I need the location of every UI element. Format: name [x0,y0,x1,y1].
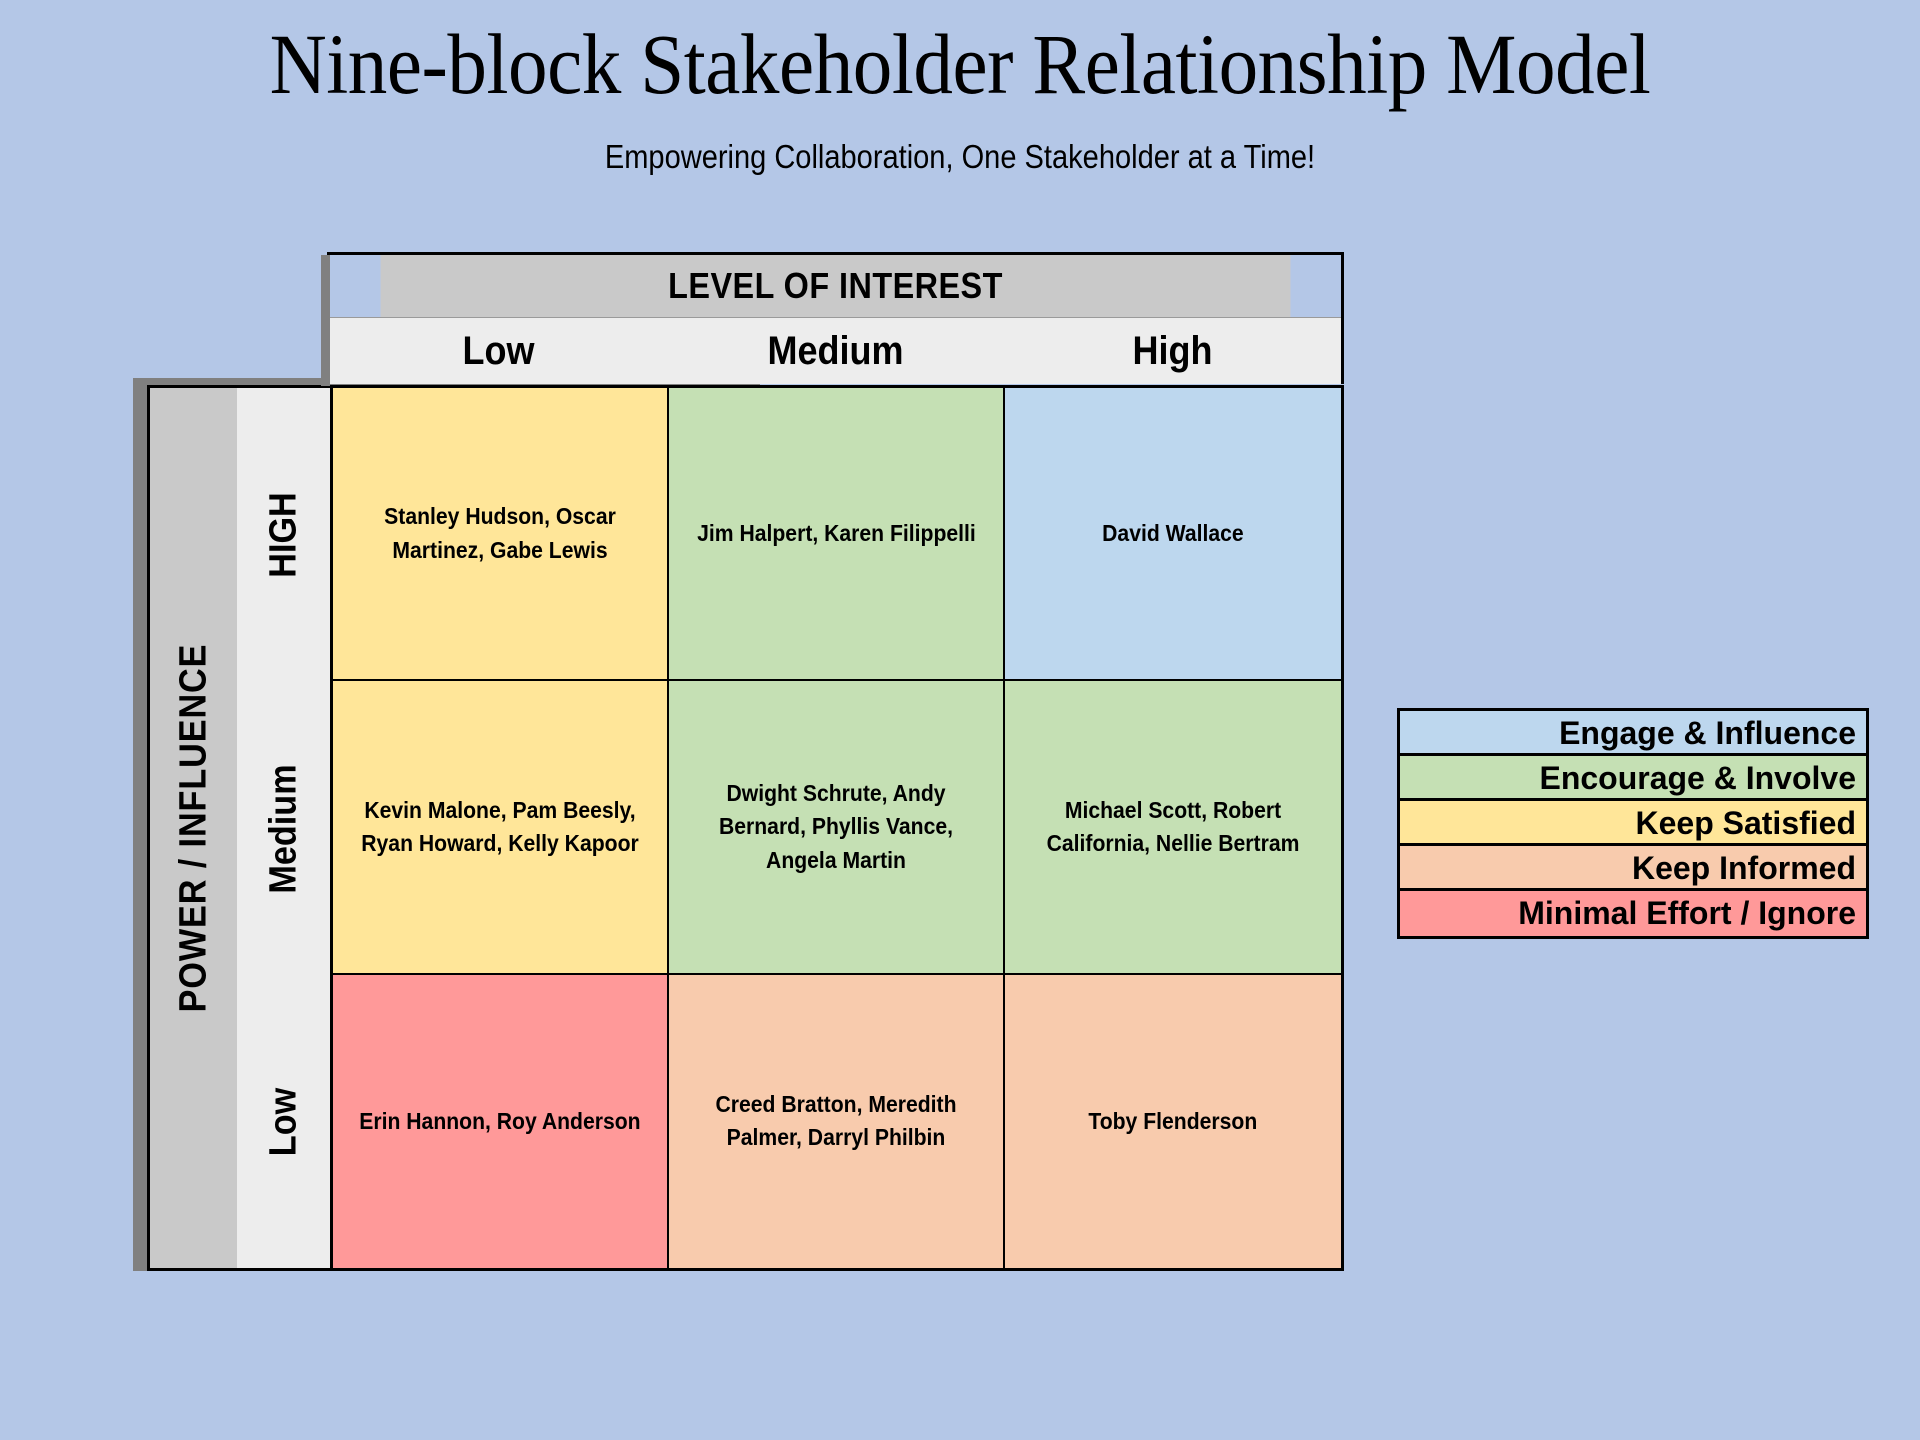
legend: Engage & Influence Encourage & Involve K… [1397,708,1869,939]
y-axis-title: POWER / INFLUENCE [172,643,214,1013]
page-subtitle: Empowering Collaboration, One Stakeholde… [604,138,1316,175]
matrix-cell-low-medium[interactable]: Creed Bratton, Meredith Palmer, Darryl P… [669,974,1005,1268]
x-axis-title: LEVEL OF INTEREST [380,255,1291,317]
matrix-cell-text: Kevin Malone, Pam Beesly, Ryan Howard, K… [361,796,639,856]
matrix-cell-low-low[interactable]: Erin Hannon, Roy Anderson [333,974,669,1268]
matrix-cell-text: Jim Halpert, Karen Filippelli [696,519,976,546]
legend-item-keep-informed[interactable]: Keep Informed [1400,846,1866,891]
legend-item-engage-influence[interactable]: Engage & Influence [1400,711,1866,756]
matrix-cell-text: Toby Flenderson [1088,1107,1258,1134]
matrix-cell-medium-medium[interactable]: Dwight Schrute, Andy Bernard, Phyllis Va… [669,681,1005,975]
column-header-block: LEVEL OF INTEREST Low Medium High [321,252,1344,386]
row-level-band: HIGH Medium Low [237,388,330,1268]
matrix-cell-medium-high[interactable]: Michael Scott, Robert California, Nellie… [1005,681,1341,975]
legend-item-keep-satisfied[interactable]: Keep Satisfied [1400,801,1866,846]
matrix-cell-text: Michael Scott, Robert California, Nellie… [1046,796,1300,856]
legend-item-encourage-involve[interactable]: Encourage & Involve [1400,756,1866,801]
matrix-cell-text: David Wallace [1102,519,1244,546]
column-level-row: Low Medium High [330,317,1341,384]
row-header-medium-label: Medium [262,764,304,894]
matrix-cell-medium-low[interactable]: Kevin Malone, Pam Beesly, Ryan Howard, K… [333,681,669,975]
row-header-low: Low [237,976,330,1268]
matrix-cell-high-high[interactable]: David Wallace [1005,388,1341,682]
y-axis-title-band: POWER / INFLUENCE [150,388,237,1268]
matrix-cell-text: Erin Hannon, Roy Anderson [359,1107,641,1134]
column-header-low: Low [462,329,535,373]
row-header-high: HIGH [237,388,330,682]
column-header-medium: Medium [767,329,904,373]
matrix-cell-text: Creed Bratton, Meredith Palmer, Darryl P… [715,1090,957,1151]
page-title: Nine-block Stakeholder Relationship Mode… [269,16,1651,112]
matrix-cell-text: Stanley Hudson, Oscar Martinez, Gabe Lew… [384,503,616,563]
matrix-cell-low-high[interactable]: Toby Flenderson [1005,974,1341,1268]
matrix-cell-text: Dwight Schrute, Andy Bernard, Phyllis Va… [718,779,954,873]
row-header-low-label: Low [262,1087,304,1157]
column-header-high: High [1132,329,1213,373]
matrix-grid: Stanley Hudson, Oscar Martinez, Gabe Lew… [330,385,1344,1271]
row-header-block: POWER / INFLUENCE HIGH Medium Low [147,385,330,1271]
row-header-high-label: HIGH [262,492,304,578]
matrix-cell-high-medium[interactable]: Jim Halpert, Karen Filippelli [669,388,1005,682]
row-header-medium: Medium [237,682,330,976]
matrix-cell-high-low[interactable]: Stanley Hudson, Oscar Martinez, Gabe Lew… [333,388,669,682]
legend-item-minimal-effort-ignore[interactable]: Minimal Effort / Ignore [1400,891,1866,936]
